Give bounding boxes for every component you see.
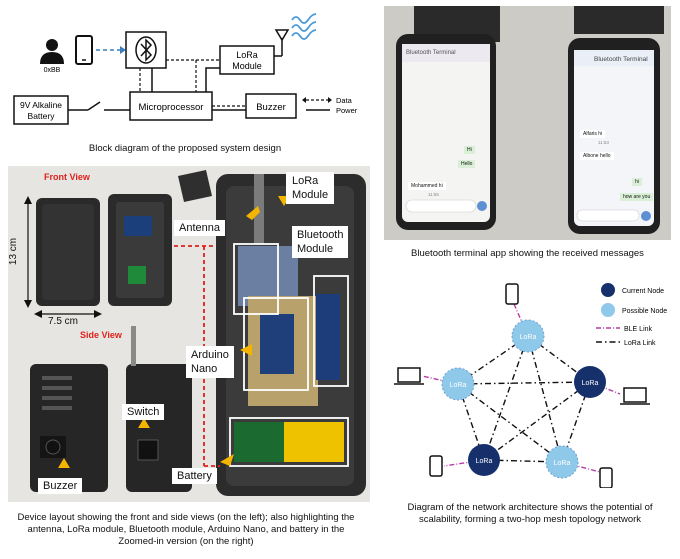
block-diagram-caption: Block diagram of the proposed system des… — [88, 143, 282, 154]
device-caption: Device layout showing the front and side… — [0, 512, 372, 548]
left-app-title: Bluetooth Terminal — [406, 50, 456, 56]
network-panel: LoRa LoRa LoRa LoRa LoRa — [382, 276, 678, 489]
right-msg-3: hi — [632, 178, 642, 186]
bluetooth-callout: Bluetooth Module — [292, 226, 349, 258]
lora-module-label: Module — [232, 61, 262, 71]
device-caption-line-3: Zoomed-in version (on the right) — [118, 536, 254, 547]
microprocessor-label: Microprocessor — [139, 102, 204, 113]
height-dimension: 13 cm — [8, 237, 20, 266]
right-app-title: Bluetooth Terminal — [594, 56, 648, 63]
phone-icon — [599, 467, 613, 489]
left-msg-1: Hi — [464, 146, 475, 154]
user-icon — [40, 39, 64, 64]
left-msg-3: Mohammed hi — [408, 182, 446, 190]
network-node-right: LoRa — [574, 366, 606, 398]
side-view-label: Side View — [80, 330, 122, 340]
buzzer-label: Buzzer — [256, 102, 286, 113]
network-legend: Current Node Possible Node BLE Link LoRa… — [596, 283, 667, 347]
signal-waves-icon — [291, 13, 317, 40]
phone-icon — [429, 455, 443, 477]
left-msg-time: 11:55 — [428, 192, 439, 197]
network-node-bottom-left: LoRa — [468, 444, 500, 476]
legend-data-label: Data — [336, 96, 353, 105]
laptop-icon — [394, 367, 424, 385]
network-caption-line-1: Diagram of the network architecture show… — [407, 502, 653, 513]
legend-possible: Possible Node — [622, 308, 667, 315]
right-msg-1: Alfaris hi — [580, 130, 606, 138]
battery-label: 9V Alkaline — [20, 100, 62, 110]
bluetooth-callout-line-2: Module — [297, 243, 334, 255]
width-dimension: 7.5 cm — [48, 316, 79, 327]
network-caption: Diagram of the network architecture show… — [382, 502, 678, 526]
network-node-bottom-right: LoRa — [545, 445, 579, 479]
lora-callout-line-1: LoRa — [292, 175, 319, 187]
node-bottom-left-label: LoRa — [476, 458, 493, 465]
battery-callout: Battery — [172, 468, 217, 484]
right-msg-time: 11:53 — [598, 140, 609, 145]
network-node-left: LoRa — [441, 367, 475, 401]
lora-module-box — [219, 45, 275, 75]
diagram-legend: Data Power — [302, 96, 358, 115]
front-view-label: Front View — [44, 172, 90, 182]
phone-icon — [505, 283, 519, 305]
device-photo: Front View Side View 13 cm 7.5 cm LoRa M… — [8, 166, 370, 502]
buzzer-callout: Buzzer — [38, 478, 83, 494]
device-caption-line-1: Device layout showing the front and side… — [17, 512, 355, 523]
network-diagram: LoRa LoRa LoRa LoRa LoRa — [394, 283, 667, 489]
phones-photo: Bluetooth Terminal Bluetooth Terminal Hi… — [384, 6, 671, 240]
network-caption-line-2: scalability, forming a two-hop mesh topo… — [418, 514, 642, 525]
laptop-icon — [620, 387, 650, 405]
buzzer-box — [245, 93, 297, 119]
right-msg-4: how are you — [620, 193, 654, 201]
arduino-callout-line-2: Nano — [191, 363, 218, 375]
node-left-label: LoRa — [450, 382, 467, 389]
device-caption-line-2: antenna, LoRa module, Bluetooth module, … — [27, 524, 345, 535]
user-label: 0xBB — [44, 67, 61, 74]
bluetooth-callout-line-1: Bluetooth — [297, 229, 344, 241]
lora-callout-line-2: Module — [292, 189, 329, 201]
bluetooth-icon — [135, 36, 157, 64]
node-right-label: LoRa — [582, 380, 599, 387]
network-node-top: LoRa — [511, 319, 545, 353]
legend-power-label: Power — [336, 106, 358, 115]
lora-label: LoRa — [236, 50, 258, 60]
phones-caption: Bluetooth terminal app showing the recei… — [411, 248, 644, 259]
antenna-icon — [274, 29, 290, 57]
lora-callout: LoRa Module — [286, 172, 335, 204]
legend-current: Current Node — [622, 288, 664, 295]
battery-sublabel: Battery — [28, 111, 56, 121]
block-diagram: 0xBB LoRa Module M — [13, 13, 358, 125]
legend-lora: LoRa Link — [624, 340, 656, 347]
antenna-callout: Antenna — [174, 220, 225, 236]
node-top-label: LoRa — [520, 334, 537, 341]
legend-ble: BLE Link — [624, 326, 653, 333]
arduino-callout-line-1: Arduino — [191, 349, 229, 361]
arduino-callout: Arduino Nano — [186, 346, 234, 378]
right-msg-2: Albone hello — [580, 152, 614, 160]
left-msg-2: Hello — [458, 160, 476, 168]
node-bottom-right-label: LoRa — [554, 460, 571, 467]
block-diagram-panel: 0xBB LoRa Module M — [0, 0, 370, 160]
phone-icon — [75, 35, 93, 65]
switch-callout: Switch — [122, 404, 165, 420]
